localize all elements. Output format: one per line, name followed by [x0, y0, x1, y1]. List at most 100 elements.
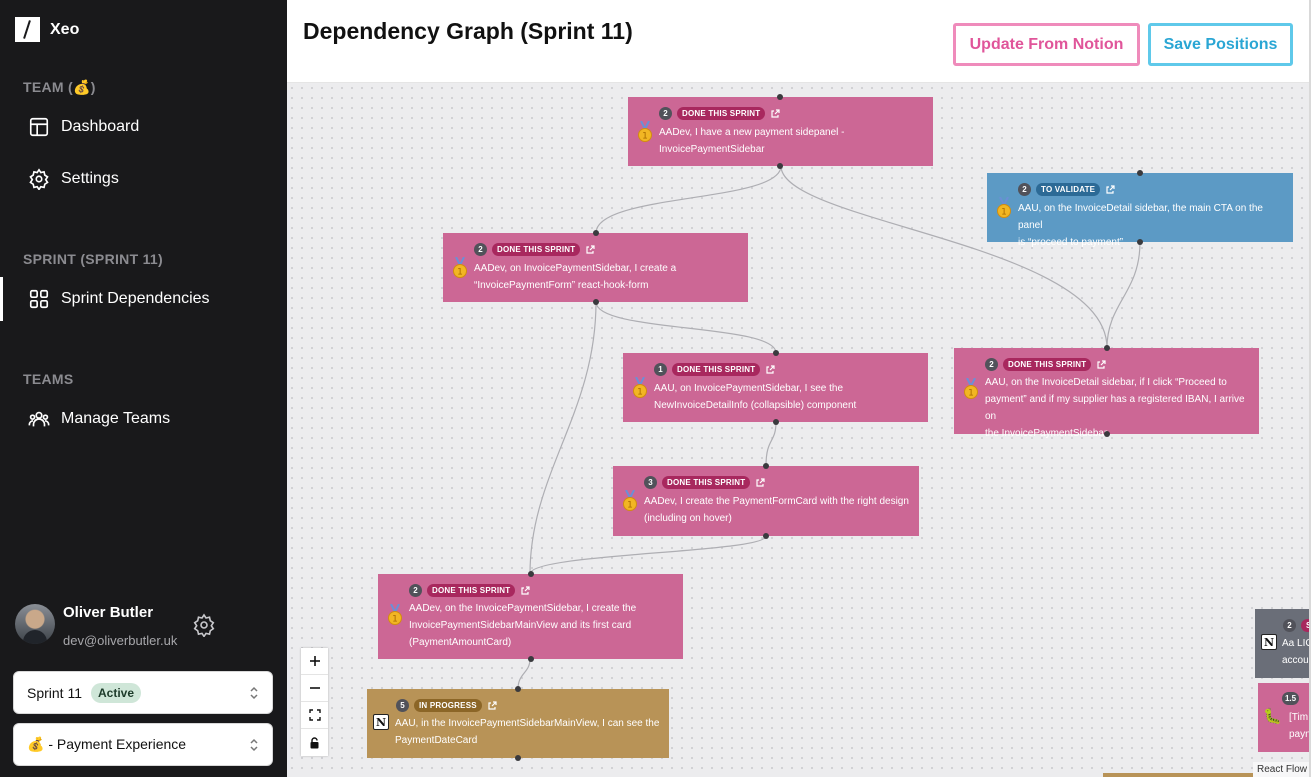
story-node[interactable]: 3 DONE THIS SPRINT 1 AADev, I create the…	[613, 463, 919, 539]
user-profile: Oliver Butler dev@oliverbutler.uk	[15, 604, 277, 650]
node-handle-top[interactable]	[1104, 345, 1110, 351]
medal-icon: 1	[997, 197, 1011, 218]
external-link-icon[interactable]	[1096, 359, 1106, 370]
chevron-up-down-icon	[250, 686, 258, 700]
sprint-select[interactable]: Sprint 11 Active	[13, 671, 273, 714]
story-node[interactable]: 2 DONE THIS SPRINT 1 AAU, on the Invoice…	[954, 345, 1259, 439]
team-select-value: 💰 - Payment Experience	[27, 736, 187, 752]
node-handle-bottom[interactable]	[528, 656, 534, 662]
story-node[interactable]	[1103, 773, 1253, 777]
story-node[interactable]: 2 S N Aa LIG accou	[1255, 609, 1311, 678]
lock-button[interactable]	[301, 729, 328, 756]
story-points-badge: 1.5	[1282, 692, 1299, 705]
lock-icon	[310, 736, 319, 748]
external-link-icon[interactable]	[520, 585, 530, 596]
edge	[780, 165, 1108, 349]
medal-icon: 1	[623, 490, 637, 511]
status-badge: DONE THIS SPRINT	[1003, 358, 1092, 371]
node-handle-top[interactable]	[777, 94, 783, 100]
sidebar-item-label: Manage Teams	[61, 410, 171, 427]
sidebar-item-label: Dashboard	[61, 118, 140, 135]
sidebar-item-dashboard[interactable]: Dashboard	[0, 105, 287, 149]
scrollbar[interactable]	[1309, 0, 1311, 777]
zoom-in-button[interactable]	[301, 648, 328, 675]
chevron-up-down-icon	[250, 738, 258, 752]
node-handle-bottom[interactable]	[763, 533, 769, 539]
story-node[interactable]: 2 DONE THIS SPRINT 1 AADev, on InvoicePa…	[443, 230, 748, 305]
node-handle-top[interactable]	[593, 230, 599, 236]
node-handle-top[interactable]	[528, 571, 534, 577]
node-handle-bottom[interactable]	[1104, 431, 1110, 437]
teams-section-title: TEAMS	[23, 371, 74, 387]
node-handle-bottom[interactable]	[593, 299, 599, 305]
canvas-controls	[301, 648, 328, 756]
story-node[interactable]: 5 IN PROGRESS N AAU, in the InvoicePayme…	[367, 686, 669, 761]
story-node[interactable]: 2 DONE THIS SPRINT 1 AADev, on the Invoi…	[378, 571, 683, 662]
avatar[interactable]	[15, 604, 55, 644]
story-text-line: [Tim	[1289, 712, 1309, 723]
story-points-badge: 2	[1018, 183, 1031, 196]
save-positions-button[interactable]: Save Positions	[1148, 23, 1293, 66]
story-node[interactable]: 1 DONE THIS SPRINT 1 AAU, on InvoicePaym…	[623, 350, 928, 425]
external-link-icon[interactable]	[585, 244, 595, 255]
story-text-line: AADev, on the InvoicePaymentSidebar, I c…	[409, 603, 637, 614]
external-link-icon[interactable]	[755, 477, 765, 488]
status-badge: DONE THIS SPRINT	[427, 584, 516, 597]
node-handle-top[interactable]	[763, 463, 769, 469]
edge	[529, 301, 597, 575]
story-points-badge: 2	[409, 584, 422, 597]
graph-edges	[517, 165, 1141, 690]
medal-icon: 1	[633, 377, 647, 398]
sidebar-item-sprint-dependencies[interactable]: Sprint Dependencies	[0, 277, 287, 321]
node-handle-bottom[interactable]	[777, 163, 783, 169]
status-badge: DONE THIS SPRINT	[672, 363, 761, 376]
brand[interactable]: Xeo	[15, 17, 79, 42]
node-handle-top[interactable]	[773, 350, 779, 356]
story-text-line: is “proceed to payment”	[1018, 237, 1124, 248]
svg-text:1: 1	[1001, 208, 1007, 218]
edge	[765, 421, 777, 467]
update-from-notion-button[interactable]: Update From Notion	[953, 23, 1140, 66]
node-handle-bottom[interactable]	[773, 419, 779, 425]
story-text-line: AAU, in the InvoicePaymentSidebarMainVie…	[395, 718, 660, 729]
status-badge: Active	[91, 682, 142, 703]
fit-view-button[interactable]	[301, 702, 328, 729]
story-node[interactable]: 2 DONE THIS SPRINT 1 AADev, I have a new…	[628, 94, 933, 169]
story-text-line: payn	[1289, 729, 1311, 740]
node-handle-top[interactable]	[515, 686, 521, 692]
external-link-icon[interactable]	[770, 108, 780, 119]
status-badge: S	[1301, 619, 1311, 632]
edge	[529, 535, 767, 575]
external-link-icon[interactable]	[487, 700, 497, 711]
story-points-badge: 3	[644, 476, 657, 489]
svg-text:1: 1	[457, 268, 463, 278]
story-node[interactable]: 1.5 🐛 [Tim payn	[1258, 683, 1311, 752]
grid-icon	[28, 288, 50, 310]
node-handle-top[interactable]	[1137, 170, 1143, 176]
story-node[interactable]: 2 TO VALIDATE 1 AAU, on the InvoiceDetai…	[987, 170, 1293, 248]
story-text-line: accou	[1282, 655, 1309, 666]
sidebar-item-settings[interactable]: Settings	[0, 157, 287, 201]
story-points-badge: 5	[396, 699, 409, 712]
external-link-icon[interactable]	[765, 364, 775, 375]
node-handle-bottom[interactable]	[1137, 239, 1143, 245]
story-text-line: AAU, on the InvoiceDetail sidebar, if I …	[985, 377, 1227, 388]
external-link-icon[interactable]	[1105, 184, 1115, 195]
story-points-badge: 1	[654, 363, 667, 376]
story-text-line: InvoicePaymentSidebarMainView and its fi…	[409, 620, 632, 631]
edge	[595, 165, 782, 234]
story-text-line: AAU, on InvoicePaymentSidebar, I see the	[654, 383, 843, 394]
medal-icon: 1	[638, 121, 652, 142]
sprint-section-title: SPRINT (SPRINT 11)	[23, 251, 163, 267]
react-flow-attribution[interactable]: React Flow	[1252, 762, 1311, 777]
zoom-out-button[interactable]	[301, 675, 328, 702]
sidebar-item-manage-teams[interactable]: Manage Teams	[0, 397, 287, 441]
svg-text:1: 1	[968, 389, 974, 399]
graph-canvas[interactable]: 2 DONE THIS SPRINT 1 AADev, I have a new…	[287, 83, 1311, 777]
gear-icon	[28, 168, 50, 190]
node-handle-bottom[interactable]	[515, 755, 521, 761]
sidebar: Xeo TEAM (💰) Dashboard Settings SPRINT (…	[0, 0, 287, 777]
team-select[interactable]: 💰 - Payment Experience	[13, 723, 273, 766]
user-settings-gear-icon[interactable]	[192, 613, 216, 638]
story-text-line: InvoicePaymentSidebar	[659, 144, 765, 155]
